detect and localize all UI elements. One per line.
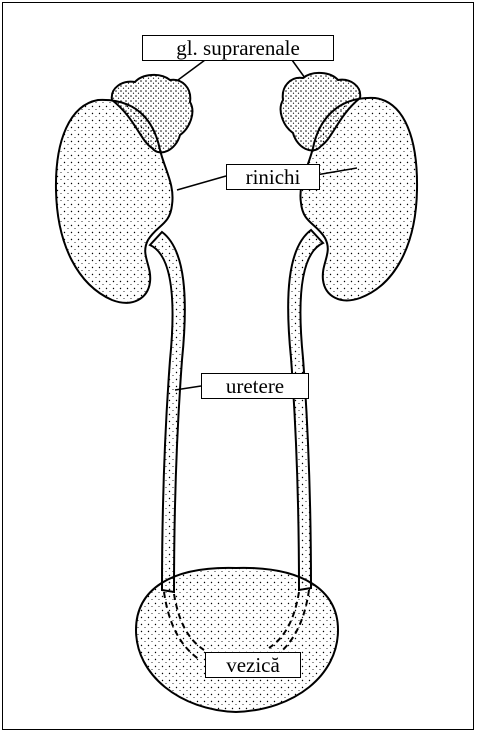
leader-adrenal-left [178,60,205,80]
left-ureter [150,232,185,592]
leader-kidney-left [177,176,226,190]
leader-adrenal-right [292,60,305,78]
right-ureter [288,230,323,590]
label-bladder: vezică [205,652,301,678]
bladder [136,568,338,712]
label-adrenal-glands: gl. suprarenale [142,35,334,61]
label-ureters: uretere [201,373,309,399]
label-kidneys: rinichi [226,164,320,190]
